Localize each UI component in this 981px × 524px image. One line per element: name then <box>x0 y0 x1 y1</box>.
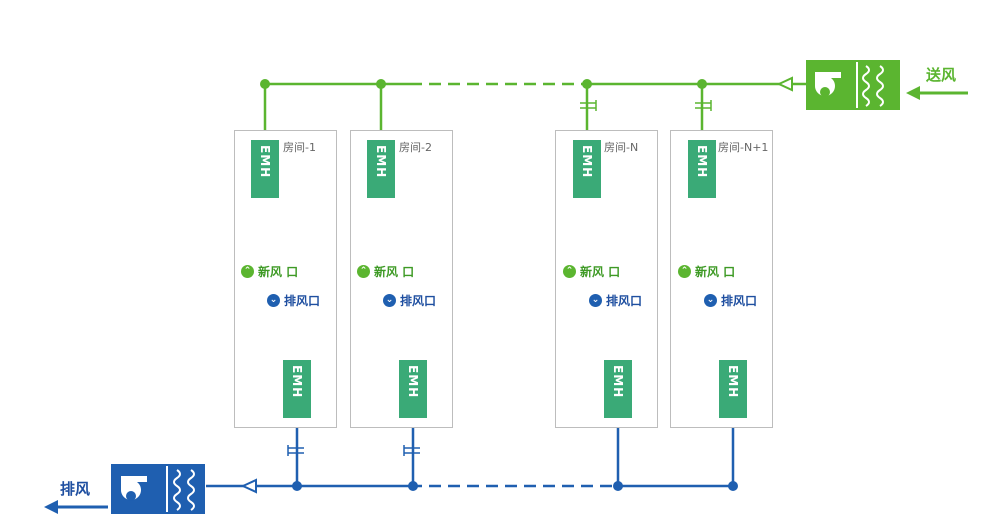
room-2-name: 房间-2 <box>399 141 432 154</box>
chevron-down-icon: ⌄ <box>589 294 602 307</box>
exhaust-junctions <box>292 481 738 491</box>
supply-label: 送风 <box>926 66 957 84</box>
supply-dampers <box>580 100 712 111</box>
room-n-plus-1-supply-emh: EMH <box>688 140 716 198</box>
chevron-up-icon: ⌃ <box>241 265 254 278</box>
exhaust-flow-arrowhead <box>240 478 257 494</box>
exhaust-dampers <box>287 445 420 456</box>
room-n-name: 房间-N <box>604 141 639 154</box>
chevron-down-icon: ⌄ <box>383 294 396 307</box>
room-n-fresh-inlet: ⌃ 新风 口 <box>563 263 620 280</box>
room-1-supply-emh: EMH <box>251 140 279 198</box>
exhaust-label: 排风 <box>60 480 91 498</box>
exhaust-fan-unit-icon <box>111 464 205 514</box>
chevron-up-icon: ⌃ <box>357 265 370 278</box>
chevron-down-icon: ⌄ <box>267 294 280 307</box>
chevron-up-icon: ⌃ <box>678 265 691 278</box>
supply-fan-unit-icon <box>806 60 900 110</box>
room-n-plus-1-exhaust-outlet: ⌄ 排风口 <box>704 292 757 309</box>
room-2-exhaust-outlet: ⌄ 排风口 <box>383 292 436 309</box>
supply-flow-arrowhead <box>776 76 793 92</box>
room-n-plus-1 <box>670 130 773 428</box>
room-1-name: 房间-1 <box>283 141 316 154</box>
room-n-plus-1-exhaust-emh: EMH <box>719 360 747 418</box>
room-n-supply-emh: EMH <box>573 140 601 198</box>
exhaust-outlet-arrow-icon <box>44 500 108 514</box>
room-2-exhaust-emh: EMH <box>399 360 427 418</box>
room-1-exhaust-outlet: ⌄ 排风口 <box>267 292 320 309</box>
chevron-down-icon: ⌄ <box>704 294 717 307</box>
room-1-exhaust-emh: EMH <box>283 360 311 418</box>
room-n-exhaust-emh: EMH <box>604 360 632 418</box>
room-2-supply-emh: EMH <box>367 140 395 198</box>
room-n-exhaust-outlet: ⌄ 排风口 <box>589 292 642 309</box>
chevron-up-icon: ⌃ <box>563 265 576 278</box>
supply-junctions <box>260 79 707 89</box>
supply-intake-arrow-icon <box>906 86 968 100</box>
room-n-plus-1-fresh-inlet: ⌃ 新风 口 <box>678 263 735 280</box>
room-1-fresh-inlet: ⌃ 新风 口 <box>241 263 298 280</box>
room-2-fresh-inlet: ⌃ 新风 口 <box>357 263 414 280</box>
room-n-plus-1-name: 房间-N+1 <box>718 141 769 154</box>
